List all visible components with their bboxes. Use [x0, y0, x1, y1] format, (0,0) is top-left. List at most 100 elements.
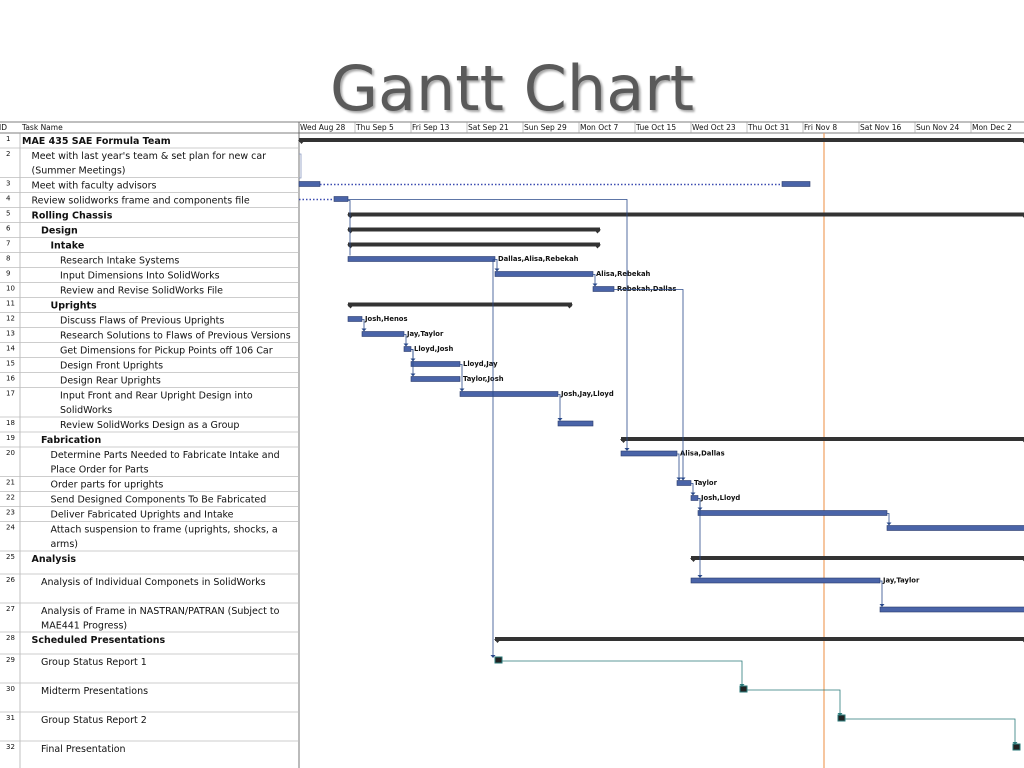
task-bar	[620, 450, 678, 457]
task-bar	[781, 181, 811, 187]
task-name: Discuss Flaws of Previous Uprights	[60, 316, 224, 327]
resource-label: Josh,Lloyd	[700, 494, 740, 502]
dependency-link-arrow	[557, 418, 563, 421]
task-name: Review solidworks frame and components f…	[32, 196, 250, 207]
dependency-link-arrow	[410, 373, 416, 377]
timescale-label: Mon Oct 7	[580, 123, 619, 132]
dependency-link-arrow	[886, 522, 892, 526]
slide-title: Gantt Chart	[329, 52, 695, 125]
milestone-marker	[739, 685, 748, 693]
column-header-task-name: Task Name	[21, 123, 63, 132]
milestone-link	[747, 689, 841, 715]
task-bar	[676, 480, 692, 486]
timescale-label: Sat Sep 21	[468, 123, 509, 132]
dependency-link	[614, 289, 684, 480]
column-header-id: ID	[0, 123, 7, 132]
task-id: 31	[6, 714, 15, 722]
task-name: Intake	[51, 241, 85, 252]
resource-label: Alisa,Rebekah	[596, 270, 651, 278]
summary-bar	[495, 637, 1024, 641]
task-bar	[347, 256, 496, 262]
task-id: 24	[6, 524, 15, 532]
resource-label: Jay,Taylor	[882, 577, 920, 585]
task-id: 13	[6, 330, 15, 338]
dependency-link	[348, 199, 628, 450]
summary-bar-cap	[594, 244, 601, 249]
task-name: Design	[41, 226, 78, 237]
task-bar	[459, 391, 559, 397]
resource-label: Josh,Jay,Lloyd	[560, 390, 614, 398]
task-name: Analysis	[32, 554, 77, 565]
task-name: Fabrication	[41, 435, 101, 446]
task-id: 19	[6, 434, 15, 442]
summary-bar-cap	[594, 229, 601, 234]
summary-bar-cap	[347, 244, 354, 249]
task-id: 8	[6, 255, 10, 263]
summary-bar	[348, 227, 600, 232]
task-bar	[879, 606, 1024, 613]
task-bar	[410, 361, 461, 367]
task-id: 1	[6, 135, 10, 143]
task-id: 11	[6, 300, 15, 308]
summary-bar	[621, 437, 1024, 441]
summary-bar-cap	[1021, 140, 1024, 144]
summary-bar-cap	[620, 439, 627, 443]
task-id: 28	[6, 634, 15, 642]
dependency-link	[698, 498, 701, 577]
task-bar	[592, 286, 615, 292]
task-bar	[697, 510, 888, 516]
timescale-label: Sun Sep 29	[524, 123, 567, 132]
summary-bar-cap	[566, 304, 573, 309]
summary-bar-cap	[1021, 639, 1024, 643]
task-name: Rolling Chassis	[32, 211, 113, 222]
task-id: 22	[6, 494, 15, 502]
timescale-label: Fri Sep 13	[412, 123, 450, 132]
summary-bar-cap	[690, 558, 697, 562]
task-name: Research Solutions to Flaws of Previous …	[60, 331, 291, 342]
task-name: Group Status Report 2	[41, 715, 147, 726]
task-id: 26	[6, 576, 15, 584]
task-id: 12	[6, 315, 15, 323]
dependency-link	[348, 200, 351, 256]
resource-label: Taylor,Josh	[463, 375, 504, 383]
summary-bar	[299, 138, 1024, 142]
dependency-link-arrow	[494, 268, 500, 272]
task-id: 27	[6, 605, 15, 613]
task-id: 3	[6, 180, 10, 188]
task-name: Research Intake Systems	[60, 256, 179, 267]
milestone-marker	[494, 656, 503, 664]
task-id: 29	[6, 656, 15, 664]
task-name: Input Front and Rear Upright Design into…	[60, 391, 253, 417]
summary-bar-cap	[347, 229, 354, 234]
summary-bar	[348, 212, 1024, 217]
task-name: Group Status Report 1	[41, 657, 147, 668]
resource-label: Dallas,Alisa,Rebekah	[498, 255, 579, 263]
task-name: Analysis of Individual Componets in Soli…	[41, 577, 266, 588]
milestone-marker	[837, 714, 846, 722]
task-name: Uprights	[51, 301, 98, 312]
task-name: Send Designed Components To Be Fabricate…	[51, 495, 267, 506]
task-id: 14	[6, 345, 15, 353]
task-id: 30	[6, 685, 15, 693]
summary-bar-cap	[347, 214, 354, 219]
dependency-link-arrow	[459, 388, 465, 392]
task-name: Input Dimensions Into SolidWorks	[60, 271, 220, 282]
summary-bar-cap	[1021, 214, 1024, 218]
task-name: MAE 435 SAE Formula Team	[22, 136, 171, 147]
task-id: 21	[6, 479, 15, 487]
task-bar	[361, 331, 405, 337]
dependency-link-arrow	[361, 328, 367, 332]
resource-label: Lloyd,Jay	[463, 360, 498, 368]
task-bar	[886, 525, 1024, 531]
task-id: 32	[6, 743, 15, 751]
milestone-link-arrow	[837, 713, 843, 716]
summary-bar	[348, 302, 572, 307]
resource-label: Taylor	[694, 479, 718, 487]
timescale-label: Sat Nov 16	[860, 123, 901, 132]
task-name: Final Presentation	[41, 744, 126, 755]
timescale-label: Tue Oct 15	[635, 123, 676, 132]
task-id: 9	[6, 270, 10, 278]
task-name: Review SolidWorks Design as a Group	[60, 420, 239, 431]
summary-bar-cap	[1021, 558, 1024, 562]
